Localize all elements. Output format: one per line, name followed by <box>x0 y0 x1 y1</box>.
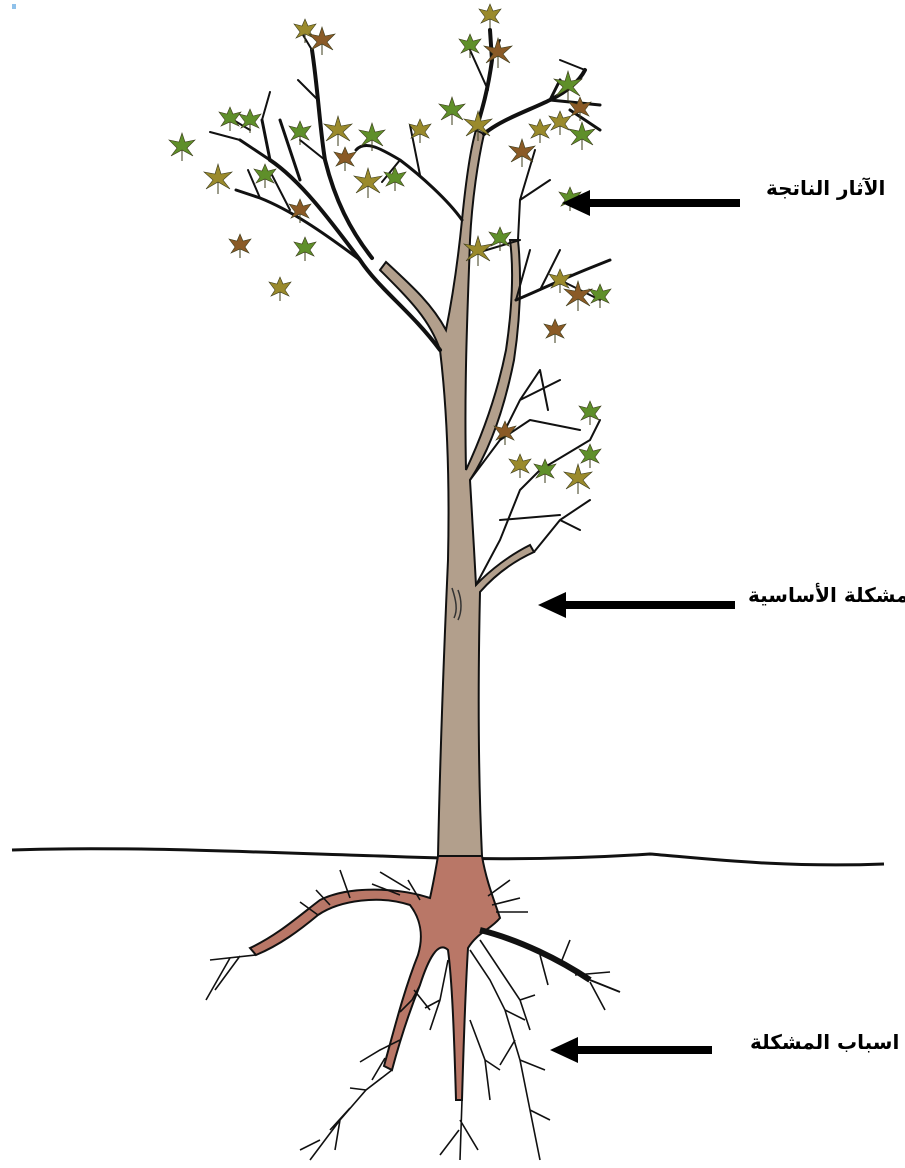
leaves <box>169 4 611 494</box>
label-core-problem: المشكلة الأساسية <box>748 583 905 607</box>
arrow-effects <box>562 190 740 216</box>
arrow-causes <box>550 1037 712 1063</box>
branches <box>210 30 610 585</box>
trunk <box>380 130 534 856</box>
roots <box>250 856 620 1100</box>
label-effects: الآثار الناتجة <box>766 176 885 200</box>
label-causes: اسباب المشكلة <box>750 1030 899 1054</box>
arrow-core-problem <box>538 592 735 618</box>
arrows <box>538 190 740 1063</box>
